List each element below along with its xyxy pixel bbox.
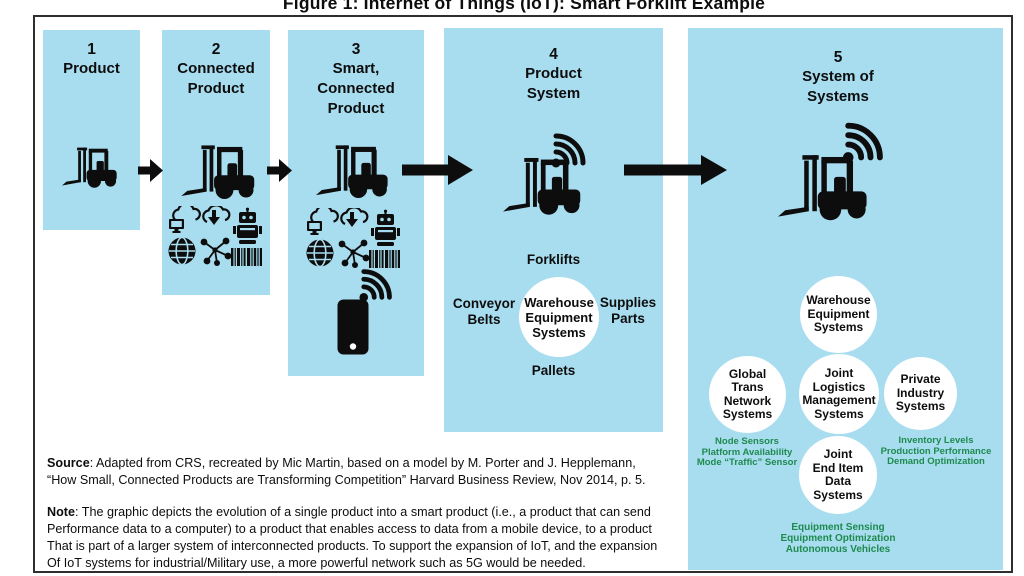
iot-icons-cluster-stage-2	[168, 206, 264, 268]
stage-4-label: Product System	[525, 65, 582, 102]
wifi-icon-stage-5	[840, 116, 894, 166]
private-industry-systems-circle: Private Industry Systems	[884, 357, 957, 430]
stage-1-number: 1	[87, 41, 96, 58]
right-arrow-icon-3	[402, 155, 473, 185]
supplies-parts-label: Supplies Parts	[599, 295, 657, 326]
wifi-icon-stage-4	[549, 128, 595, 170]
green-annotation-bottom: Equipment Sensing Equipment Optimization…	[780, 522, 896, 555]
stage-5-number: 5	[833, 49, 843, 66]
wifi-icon-stage-3	[357, 264, 401, 304]
global-trans-network-systems-circle: Global Trans Network Systems	[709, 356, 786, 433]
stage-3-label: Smart, Connected Product	[317, 60, 395, 117]
iot-icons-cluster-stage-3	[306, 208, 402, 270]
source-text: : Adapted from CRS, recreated by Mic Mar…	[47, 456, 646, 487]
green-annotation-left: Node Sensors Platform Availability Mode …	[696, 436, 798, 468]
source-caption: Source: Adapted from CRS, recreated by M…	[47, 455, 692, 489]
right-arrow-icon-1	[138, 159, 163, 182]
forklift-icon-stage-2	[181, 145, 255, 200]
green-annotation-right: Inventory Levels Production Performance …	[880, 435, 992, 467]
forklifts-label: Forklifts	[526, 252, 581, 267]
stage-4-number: 4	[549, 46, 558, 63]
right-arrow-icon-4	[624, 155, 727, 185]
note-text: : The graphic depicts the evolution of a…	[47, 505, 658, 570]
note-label: Note	[47, 505, 75, 519]
warehouse-equipment-systems-circle-stage-5: Warehouse Equipment Systems	[800, 276, 877, 353]
figure-border-frame	[33, 15, 1013, 573]
conveyor-belts-label: Conveyor Belts	[452, 296, 516, 327]
joint-end-item-data-systems-circle: Joint End Item Data Systems	[799, 436, 877, 514]
note-caption: Note: The graphic depicts the evolution …	[47, 504, 697, 572]
source-label: Source	[47, 456, 90, 470]
warehouse-equipment-systems-circle-stage-4: Warehouse Equipment Systems	[519, 277, 599, 357]
forklift-icon-stage-1	[62, 147, 117, 188]
stage-4-box	[444, 28, 663, 432]
stage-2-number: 2	[211, 41, 221, 58]
stage-5-label: System of Systems	[802, 68, 874, 105]
stage-1-label: Product	[63, 60, 120, 77]
stage-2-label: Connected Product	[177, 60, 255, 97]
figure-title: Figure 1: Internet of Things (IoT): Smar…	[282, 0, 766, 13]
joint-logistics-management-systems-circle: Joint Logistics Management Systems	[799, 354, 879, 434]
pallets-label: Pallets	[531, 363, 576, 378]
stage-1-box	[43, 30, 140, 230]
forklift-icon-stage-3	[316, 145, 388, 198]
smartphone-icon	[337, 299, 369, 355]
right-arrow-icon-2	[267, 159, 292, 182]
stage-3-number: 3	[351, 41, 361, 58]
